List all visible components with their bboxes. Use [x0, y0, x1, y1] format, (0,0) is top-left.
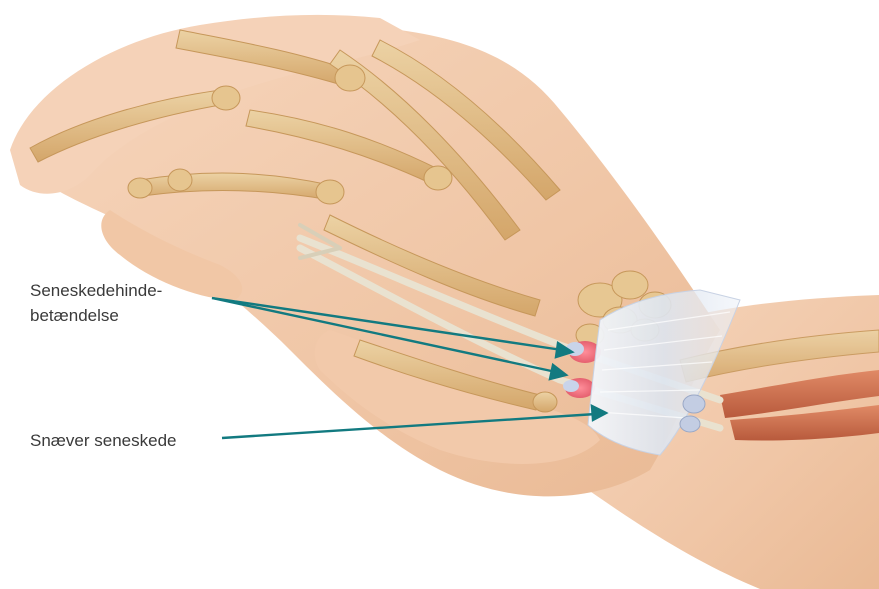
label-tenosynovitis-line2: betændelse: [30, 303, 162, 328]
label-narrow-sheath: Snæver seneskede: [30, 428, 176, 453]
label-tenosynovitis: Seneskedehinde- betændelse: [30, 278, 162, 328]
label-tenosynovitis-line1: Seneskedehinde-: [30, 278, 162, 303]
